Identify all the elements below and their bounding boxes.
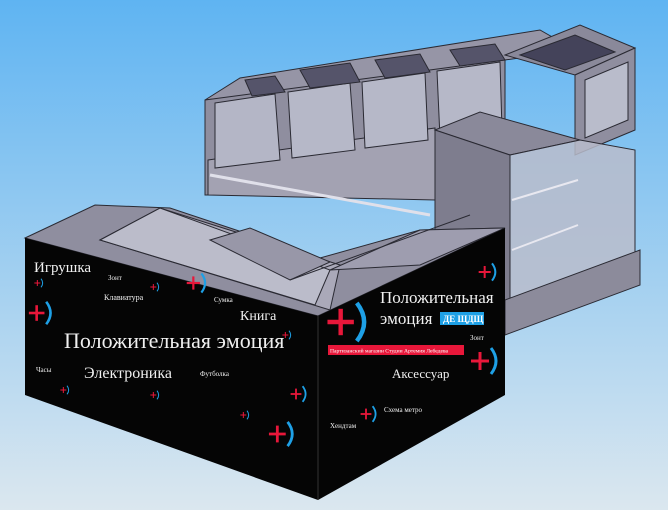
badge-text: ДЕ ЩДЩ — [443, 314, 484, 324]
word-umbrella: Зонт — [108, 274, 122, 282]
word-bag: Сумка — [214, 296, 234, 304]
strip-text: Партизанский магазин Студии Артемия Лебе… — [330, 348, 449, 355]
left-slogan: Положительная эмоция — [64, 328, 284, 353]
cabinet-glass — [509, 139, 636, 326]
word-book: Книга — [240, 309, 277, 324]
word-toy: Игрушка — [34, 260, 91, 276]
counter — [23, 204, 506, 317]
word-handtam: Хендтам — [330, 422, 357, 430]
right-slogan-line2: эмоция — [380, 309, 433, 328]
upper-cabinets — [204, 29, 577, 217]
right-slogan-line1: Положительная — [380, 288, 494, 307]
word-umbrella-right: Зонт — [470, 334, 484, 342]
word-tshirt: Футболка — [200, 370, 230, 378]
word-watch: Часы — [36, 366, 52, 374]
badge — [440, 312, 484, 325]
right-panel: Положительная эмоция ДЕ ЩДЩ Зонт Партиза… — [318, 228, 505, 500]
word-accessory: Аксессуар — [392, 366, 449, 381]
word-keyboard: Клавиатура — [104, 293, 144, 302]
word-metro-map: Схема метро — [384, 406, 423, 414]
word-electronics: Электроника — [84, 365, 172, 382]
left-panel: Игрушка Зонт Клавиатура Сумка Книга Поло… — [25, 238, 318, 500]
red-strip — [328, 345, 464, 355]
